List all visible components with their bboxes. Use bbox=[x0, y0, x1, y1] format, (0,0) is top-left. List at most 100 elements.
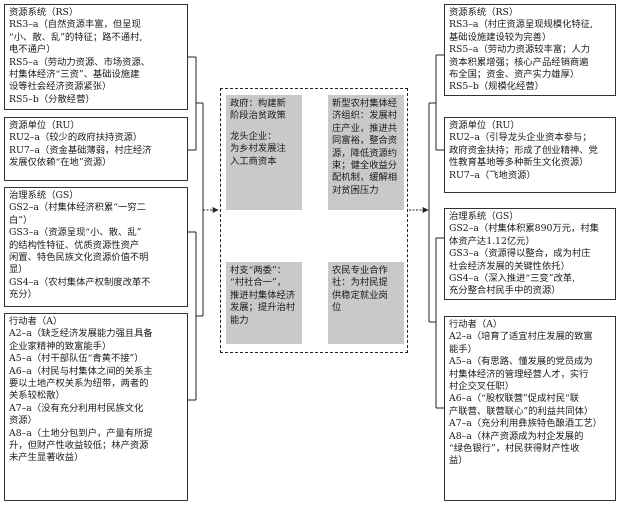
right-bracket bbox=[428, 54, 444, 409]
farmers-line: 位 bbox=[332, 302, 342, 314]
right-a-line: 益） bbox=[449, 455, 468, 467]
right-rs-line: 布全国；资金、资产实力雄厚） bbox=[449, 69, 580, 81]
gov-line: 为乡村发展注 bbox=[230, 143, 286, 155]
right-rs-line: RS5–a（劳动力资源较丰富；人力 bbox=[449, 44, 591, 56]
left-gs-line: GS4–a（农村集体产权制度改革不 bbox=[9, 276, 151, 288]
left-a-line: 要以土地产权关系为纽带，两者的 bbox=[9, 378, 149, 390]
left-a-line: A8–a（土地分包到户，产量有所提 bbox=[9, 427, 153, 439]
right-a-line: A6–a（“股权联营”促成村民“联 bbox=[449, 393, 580, 405]
coop-line: 济组织：发展村 bbox=[332, 110, 398, 122]
gov-line: 入工商资本 bbox=[230, 155, 277, 167]
right-ru-line: RU2–a（引导龙头企业资本参与； bbox=[449, 132, 592, 144]
left-ru-line: RU2–a（较少的政府扶持资源） bbox=[9, 132, 143, 144]
left-a-line: A6–a（村民与村集体之间的关系主 bbox=[9, 365, 153, 377]
right-a-title: 行动者（A） bbox=[449, 319, 503, 330]
left-a-line: 升，但财产性收益较低；林产资源 bbox=[9, 440, 149, 452]
left-gs-line: 白”） bbox=[9, 214, 33, 226]
left-rs-line: 村集体经济“三资”、基础设施建 bbox=[9, 69, 140, 81]
left-a-line: A5–a（村干部队伍“青黄不接”） bbox=[9, 353, 144, 365]
right-a-line: A8–a（林产资源成为村企发展的 bbox=[449, 430, 584, 442]
right-gs-line: GS3–a（资源得以整合，成为村庄 bbox=[449, 248, 591, 260]
right-gs-line: 充分整合村民手中的资源） bbox=[449, 285, 561, 297]
coop-line: 庄产业，推进共 bbox=[332, 122, 398, 134]
left-rs-line: RS5–b（分散经营） bbox=[9, 93, 95, 105]
right-rs-title: 资源系统（RS） bbox=[449, 7, 519, 18]
gov-line: 政府：构建新 bbox=[230, 98, 286, 109]
left-gs-line: 的结构性特征、优质资源性资产 bbox=[9, 239, 140, 251]
left-ru-title: 资源单位（RU） bbox=[9, 120, 80, 131]
gov-line: 龙头企业： bbox=[230, 130, 277, 142]
gov-line: 阶段治贫政策 bbox=[230, 110, 286, 122]
right-ru-title: 资源单位（RU） bbox=[449, 120, 520, 131]
left-a-line: 企业家精神的致富能手） bbox=[9, 340, 112, 352]
right-gs-line: 体资产达1.12亿元） bbox=[449, 235, 535, 247]
right-a-line: A2–a（培育了适宜村庄发展的致富 bbox=[449, 331, 593, 343]
right-a-line: “绿色银行”，村民获得财产性收 bbox=[449, 443, 580, 455]
left-rs-line: 设等社会经济资源紧张） bbox=[9, 81, 112, 93]
left-actors-box: 行动者（A） A2–a（缺乏经济发展能力强且具备 企业家精神的致富能手） A5–… bbox=[4, 313, 188, 501]
farmers-line: 供稳定就业岗 bbox=[332, 289, 388, 301]
right-a-line: A7–a（充分利用彝族特色酿酒工艺） bbox=[449, 418, 602, 430]
left-gs-line: GS2–a（村集体经济积累“一穷二 bbox=[9, 202, 146, 214]
right-a-line: 村企交叉任职） bbox=[449, 381, 515, 393]
left-gs-title: 治理系统（GS） bbox=[9, 190, 79, 201]
left-ru-line: 发展仅依赖“在地”资源） bbox=[9, 157, 112, 169]
left-resource-unit-box: 资源单位（RU） RU2–a（较少的政府扶持资源） RU7–a（资金基础薄弱，村… bbox=[4, 117, 188, 181]
left-gs-line: 闲置、特色民族文化资源价值不明 bbox=[9, 252, 149, 264]
committee-line: 村支“两委”： bbox=[230, 265, 286, 276]
right-gs-line: 社会经济发展的关键性依托） bbox=[449, 260, 570, 272]
right-ru-line: 性教育基地等多种新生文化资源） bbox=[449, 157, 589, 169]
left-gs-line: GS3–a（资源呈现“小、散、乱” bbox=[9, 227, 142, 239]
right-rs-line: RS3–a（村庄资源呈现规模化特征, bbox=[449, 19, 593, 31]
committee-line: 推进村集体经济 bbox=[230, 289, 296, 301]
right-gs-title: 治理系统（GS） bbox=[449, 211, 519, 222]
committee-line: 发展；提升治村 bbox=[230, 302, 296, 314]
village-committee-box: 村支“两委”： “村社合一”， 推进村集体经济 发展；提升治村 能力 bbox=[226, 262, 302, 344]
left-gs-line: 显） bbox=[9, 264, 28, 276]
right-resource-system-box: 资源系统（RS） RS3–a（村庄资源呈现规模化特征, 基础设施建设较为完善） … bbox=[444, 4, 616, 96]
left-rs-line: RS3–a（自然资源丰富，但呈现 bbox=[9, 19, 141, 31]
government-enterprise-box: 政府：构建新 阶段治贫政策 龙头企业： 为乡村发展注 入工商资本 bbox=[226, 95, 302, 210]
left-rs-line: RS5–a（劳动力资源、市场资源、 bbox=[9, 56, 151, 68]
right-rs-line: RS5–b（规模化经营） bbox=[449, 81, 544, 93]
coop-line: 同富裕，整合资 bbox=[332, 135, 398, 147]
left-bracket bbox=[188, 56, 204, 401]
right-ru-line: 政府资金扶持；形成了创业精神、党 bbox=[449, 144, 598, 156]
left-a-line: 未产生显著收益） bbox=[9, 452, 84, 464]
coop-line: 配机制，缓解相 bbox=[332, 172, 398, 184]
coop-line: 新型农村集体经 bbox=[332, 98, 398, 109]
left-ru-line: RU7–a（资金基础薄弱，村庄经济 bbox=[9, 144, 152, 156]
farmers-line: 社：为村民提 bbox=[332, 277, 388, 289]
right-a-line: 村集体经济的管理经营人才，实行 bbox=[449, 368, 589, 380]
collective-economy-box: 新型农村集体经 济组织：发展村 庄产业，推进共 同富裕，整合资 源，降低资源约 … bbox=[328, 95, 404, 210]
right-gs-line: GS4–a（深入推进“三变”改革, bbox=[449, 273, 576, 285]
right-a-line: 产联营、联营联心”的利益共同体） bbox=[449, 405, 594, 417]
left-a-title: 行动者（A） bbox=[9, 316, 63, 327]
right-actors-box: 行动者（A） A2–a（培育了适宜村庄发展的致富 能手） A5–a（有思路、懂发… bbox=[444, 316, 616, 501]
coop-line: 源，降低资源约 bbox=[332, 147, 398, 159]
gov-spacer bbox=[230, 123, 298, 131]
left-rs-title: 资源系统（RS） bbox=[9, 7, 79, 18]
left-a-line: 资源） bbox=[9, 415, 37, 427]
right-a-line: 能手） bbox=[449, 343, 477, 355]
right-rs-line: 资本积累增强；核心产品经销商遍 bbox=[449, 56, 589, 68]
left-a-line: 关系较松散） bbox=[9, 390, 65, 402]
right-ru-line: RU7–a（飞地资源） bbox=[449, 169, 536, 181]
farmers-line: 农民专业合作 bbox=[332, 265, 388, 276]
left-a-line: A2–a（缺乏经济发展能力强且具备 bbox=[9, 328, 153, 340]
coop-line: 对贫困压力 bbox=[332, 184, 379, 196]
left-resource-system-box: 资源系统（RS） RS3–a（自然资源丰富，但呈现 “小、散、乱”的特征；路不通… bbox=[4, 4, 188, 110]
right-gs-line: GS2–a（村集体积累890万元，村集 bbox=[449, 223, 599, 235]
left-a-line: A7–a（没有充分利用村民族文化 bbox=[9, 402, 144, 414]
right-a-line: A5–a（有思路、懂发展的党员成为 bbox=[449, 356, 593, 368]
coop-line: 束；健全收益分 bbox=[332, 160, 398, 172]
right-rs-line: 基础设施建设较为完善） bbox=[449, 31, 552, 43]
right-governance-system-box: 治理系统（GS） GS2–a（村集体积累890万元，村集 体资产达1.12亿元）… bbox=[444, 208, 616, 300]
right-resource-unit-box: 资源单位（RU） RU2–a（引导龙头企业资本参与； 政府资金扶持；形成了创业精… bbox=[444, 117, 616, 193]
left-rs-line: “小、散、乱”的特征；路不通村, bbox=[9, 31, 143, 43]
committee-line: 能力 bbox=[230, 314, 249, 326]
left-rs-line: 电不通户） bbox=[9, 44, 56, 56]
left-gs-line: 充分） bbox=[9, 289, 37, 301]
left-governance-system-box: 治理系统（GS） GS2–a（村集体经济积累“一穷二 白”） GS3–a（资源呈… bbox=[4, 187, 188, 307]
committee-line: “村社合一”， bbox=[230, 277, 286, 289]
